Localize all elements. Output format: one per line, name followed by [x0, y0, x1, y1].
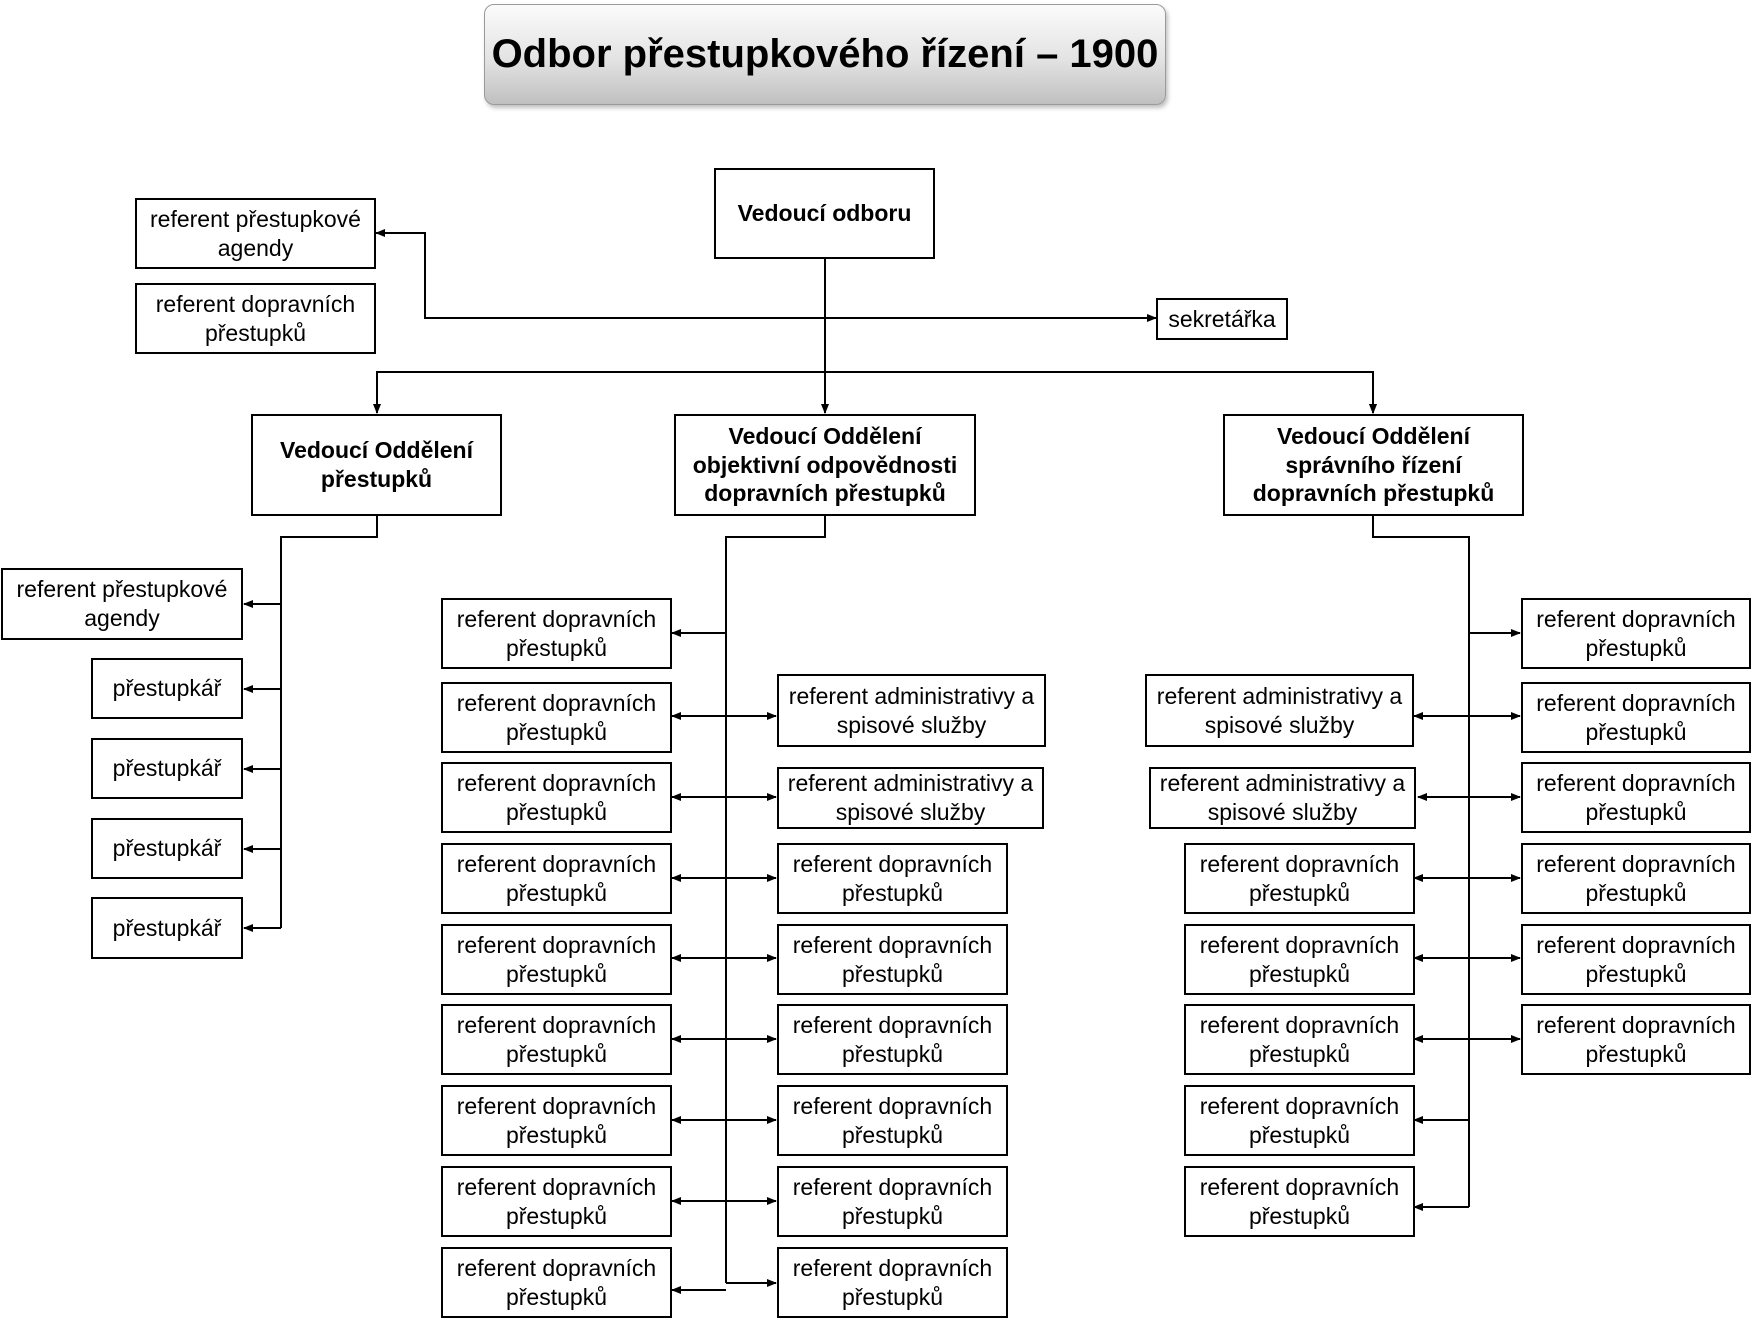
department-head-node: Vedoucí Oddělení objektivní odpovědnosti… [674, 414, 976, 516]
staff-node: referent dopravních přestupků [1184, 1004, 1415, 1075]
staff-node: referent dopravních přestupků [1521, 598, 1751, 669]
head-node: Vedoucí odboru [714, 168, 935, 259]
connector-line [280, 516, 378, 928]
staff-node: referent přestupkové agendy [135, 198, 376, 269]
staff-node: přestupkář [91, 818, 243, 879]
staff-node: referent dopravních přestupků [1521, 843, 1751, 914]
staff-node: referent přestupkové agendy [1, 568, 243, 640]
staff-node: referent dopravních přestupků [441, 762, 672, 833]
staff-node: přestupkář [91, 897, 243, 959]
staff-node: referent administrativy a spisové služby [1145, 674, 1414, 747]
staff-node: referent dopravních přestupků [1521, 762, 1751, 833]
staff-node: referent dopravních přestupků [441, 1004, 672, 1075]
staff-node: referent administrativy a spisové služby [777, 674, 1046, 747]
staff-node: referent dopravních přestupků [1521, 924, 1751, 995]
connector-line [375, 229, 825, 319]
staff-node: referent dopravních přestupků [777, 924, 1008, 995]
staff-node: referent dopravních přestupků [441, 1247, 672, 1318]
department-head-node: Vedoucí Oddělení správního řízení doprav… [1223, 414, 1524, 516]
staff-node: referent dopravních přestupků [1521, 682, 1751, 753]
page-title: Odbor přestupkového řízení – 1900 [484, 4, 1166, 105]
connector-line [376, 371, 1377, 414]
staff-node: referent dopravních přestupků [441, 924, 672, 995]
secretary-node: sekretářka [1156, 298, 1288, 340]
staff-node: přestupkář [91, 738, 243, 799]
staff-node: referent dopravních přestupků [1184, 843, 1415, 914]
staff-node: přestupkář [91, 658, 243, 719]
staff-node: referent administrativy a spisové služby [777, 767, 1044, 829]
staff-node: referent administrativy a spisové služby [1149, 767, 1416, 829]
staff-node: referent dopravních přestupků [777, 1166, 1008, 1237]
connector-line [725, 516, 826, 1283]
staff-node: referent dopravních přestupků [135, 283, 376, 354]
staff-node: referent dopravních přestupků [1521, 1004, 1751, 1075]
staff-node: referent dopravních přestupků [441, 843, 672, 914]
staff-node: referent dopravních přestupků [1184, 1085, 1415, 1156]
department-head-node: Vedoucí Oddělení přestupků [251, 414, 502, 516]
staff-node: referent dopravních přestupků [1184, 1166, 1415, 1237]
connector-line [1372, 516, 1470, 1207]
staff-node: referent dopravních přestupků [441, 1085, 672, 1156]
staff-node: referent dopravních přestupků [441, 598, 672, 669]
staff-node: referent dopravních přestupků [441, 682, 672, 753]
staff-node: referent dopravních přestupků [1184, 924, 1415, 995]
staff-node: referent dopravních přestupků [777, 843, 1008, 914]
staff-node: referent dopravních přestupků [777, 1085, 1008, 1156]
staff-node: referent dopravních přestupků [441, 1166, 672, 1237]
staff-node: referent dopravních přestupků [777, 1004, 1008, 1075]
staff-node: referent dopravních přestupků [777, 1247, 1008, 1318]
